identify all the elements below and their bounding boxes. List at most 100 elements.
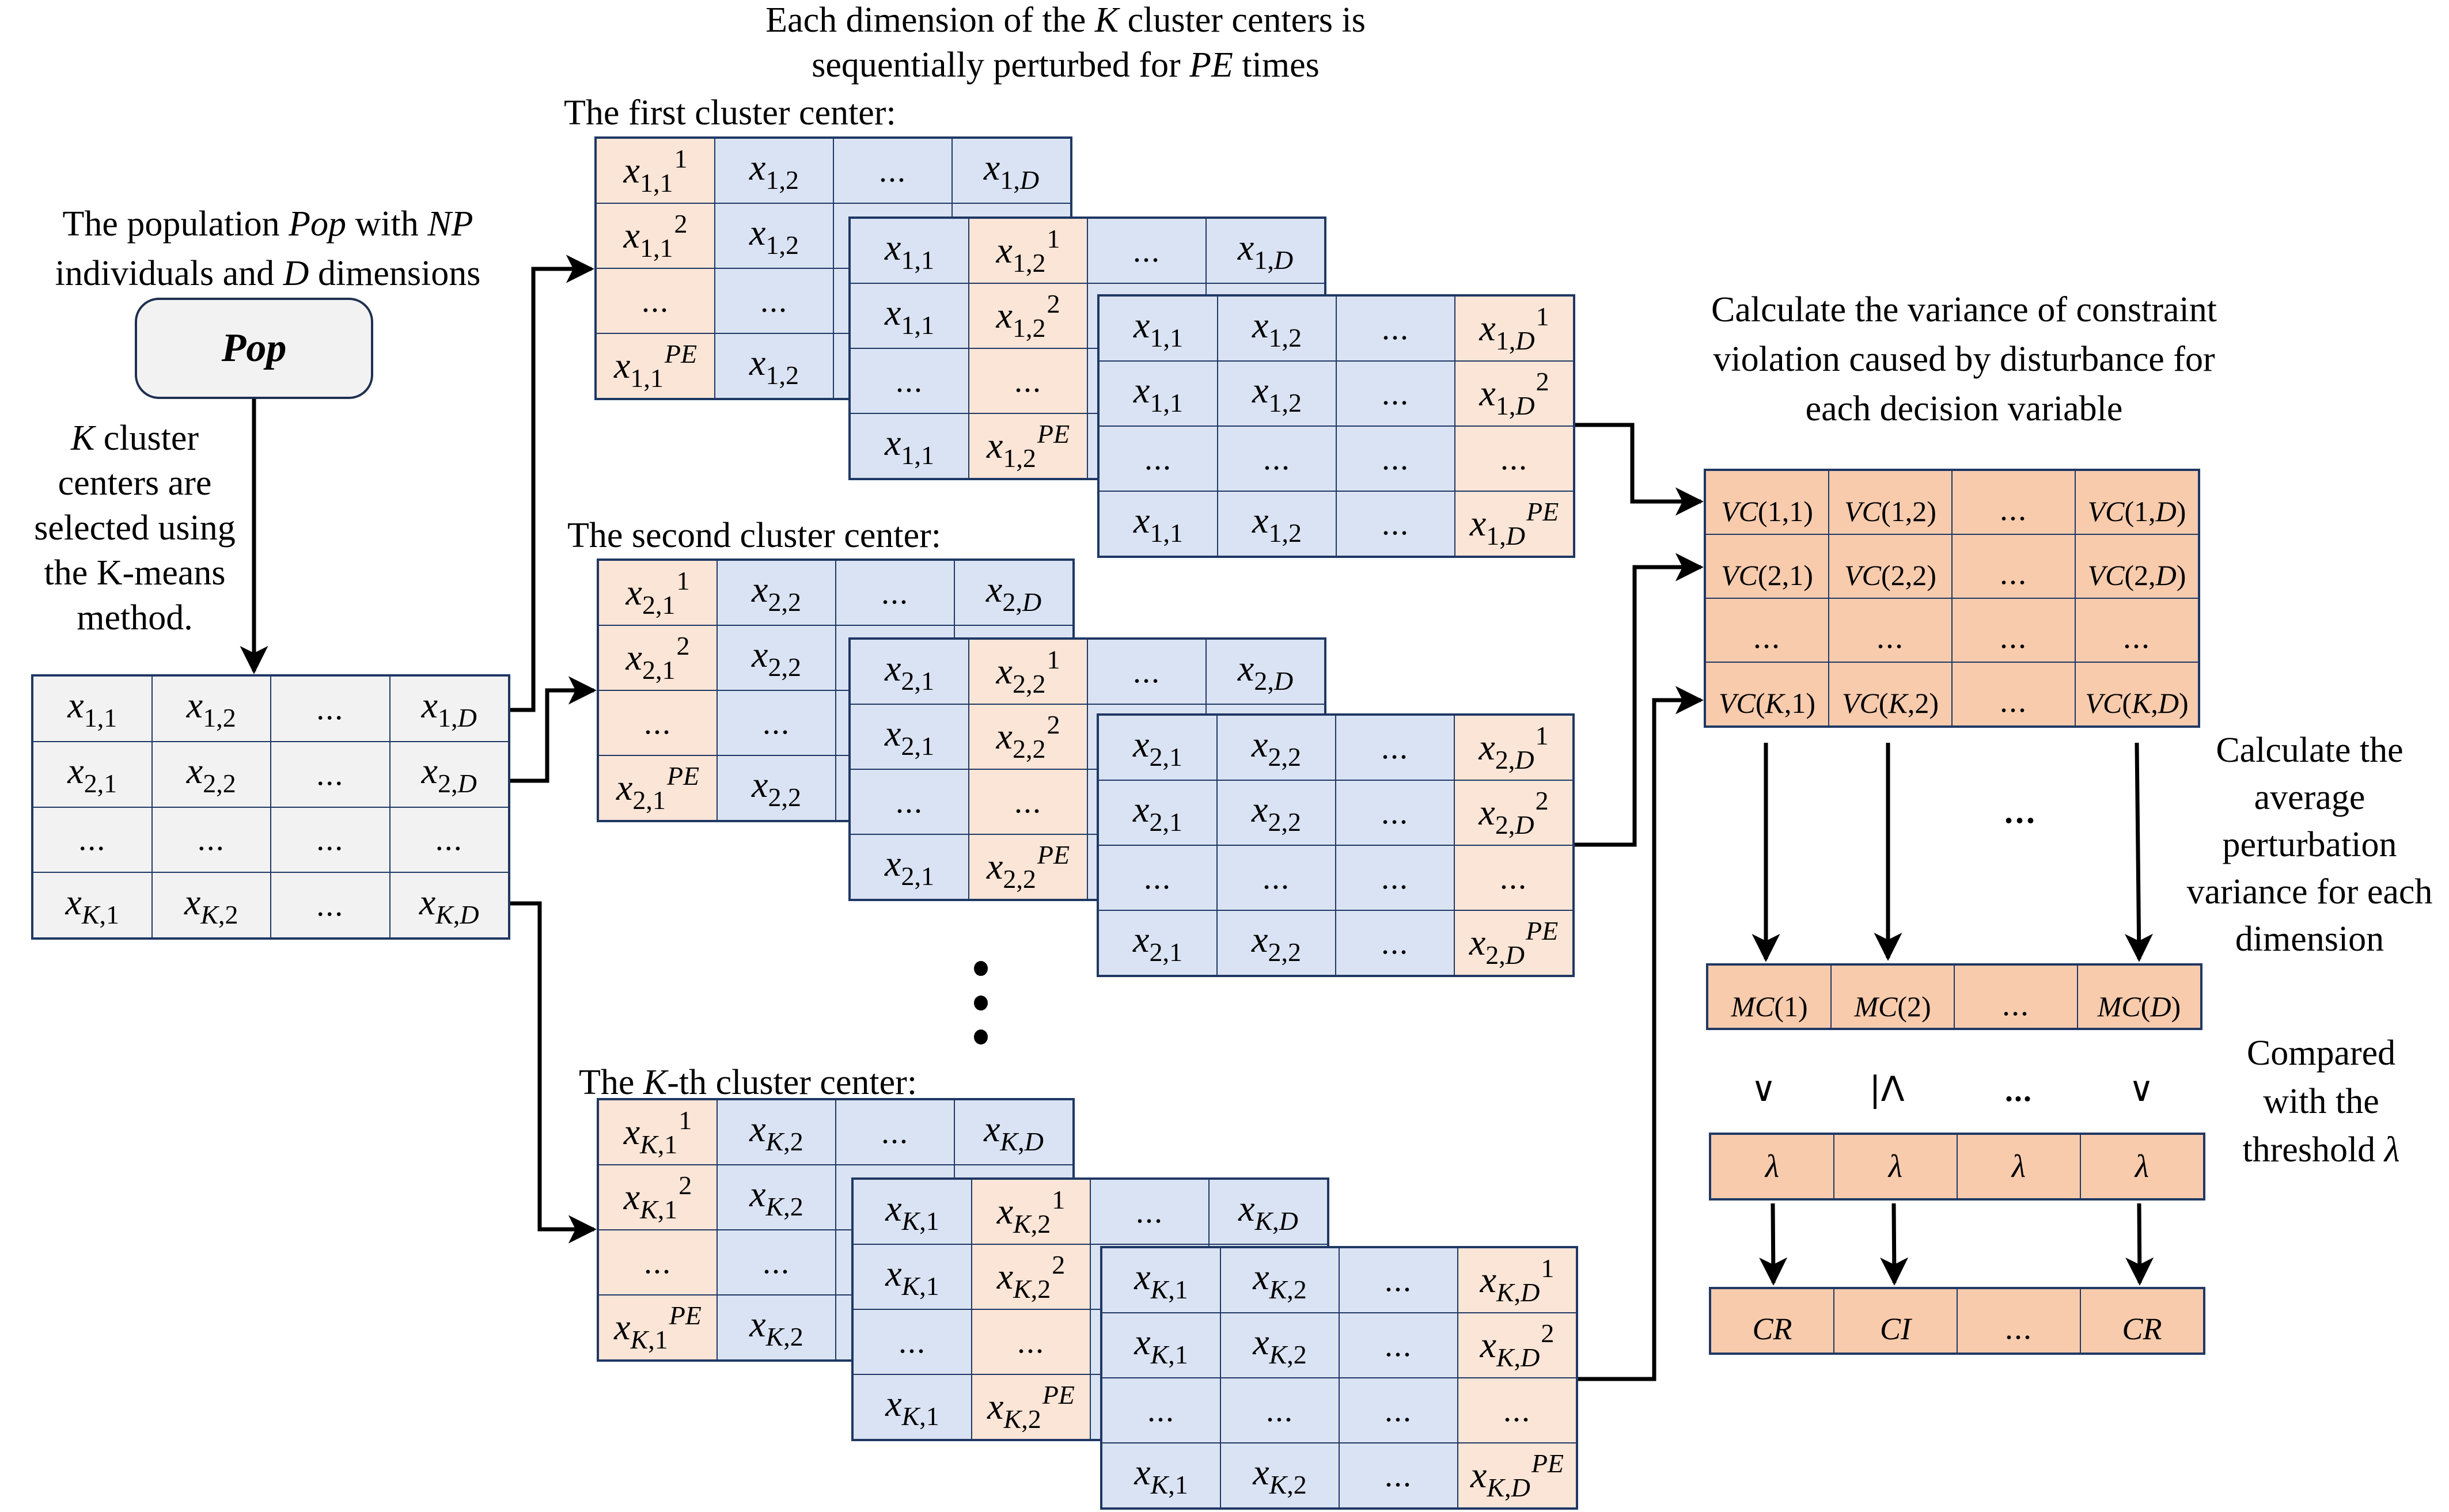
card-cell: x2,D [954, 560, 1073, 625]
ellipsis: ... [316, 822, 344, 858]
arrow-first-group-to-vc [1575, 423, 1704, 516]
formula: VC(2,D) [2087, 559, 2186, 591]
card-cell: xK,1 [1102, 1443, 1220, 1508]
variable-base: x [1133, 919, 1150, 960]
perturbation-card: x2,1x2,21...x2,Dx2,1x2,22...x2,D........… [848, 637, 1326, 901]
subscript-symbol: D [1022, 587, 1042, 617]
card-cell: ... [1087, 218, 1206, 283]
card-cell: xK,1 [1102, 1248, 1220, 1313]
center-table-cell: ... [271, 676, 390, 742]
variable-base: x [749, 147, 766, 188]
math-variable: x1,D [984, 146, 1039, 195]
math-variable: xK,D1 [1480, 1253, 1555, 1308]
math-variable: xK,1PE [614, 1300, 702, 1355]
ellipsis: ... [2000, 556, 2027, 591]
formula: ... [2000, 683, 2027, 720]
card-cell: ... [1218, 426, 1336, 491]
formula-index: K [1888, 687, 1908, 719]
variable-base: x [1480, 1324, 1496, 1365]
ellipsis: ... [2000, 492, 2027, 527]
perturbed-cell: x2,2PE [969, 834, 1087, 899]
variable-base: x [1133, 789, 1150, 830]
card-cell: x1,2 [1218, 361, 1336, 426]
math-variable: x2,2 [187, 750, 236, 799]
variable-superscript: PE [1037, 419, 1070, 449]
ellipsis: ... [1381, 730, 1409, 766]
title-var-pe: PE [1189, 45, 1233, 85]
subscript-symbol: K [765, 1322, 784, 1351]
math-variable: x2,1 [885, 647, 934, 696]
title-line-1-tail: cluster centers is [1119, 1, 1366, 40]
group-label-kth: The K-th cluster center: [579, 1060, 917, 1105]
variable-subscript: 2,2 [1012, 669, 1046, 698]
perturbed-cell: ... [969, 769, 1087, 834]
variable-base: x [421, 750, 438, 792]
formula: MC(1) [1731, 990, 1808, 1023]
perturbed-cell: xK,D1 [1458, 1248, 1576, 1313]
variable-base: x [184, 881, 201, 922]
ellipsis: ... [763, 705, 790, 741]
ellipsis: ... [2005, 1073, 2033, 1108]
math-variable: xK,2PE [987, 1380, 1075, 1434]
perturbed-cell: xK,DPE [1458, 1443, 1576, 1508]
card-cell: ... [1339, 1248, 1458, 1313]
variable-base: x [983, 147, 1000, 188]
variable-subscript: 1,D [438, 703, 477, 733]
variable-subscript: 2,2 [1012, 734, 1046, 763]
perturbed-cell: x2,DPE [1454, 910, 1573, 975]
vc-table: VC(1,1)VC(1,2)...VC(1,D)VC(2,1)VC(2,2)..… [1704, 469, 2200, 728]
threshold-cell: λ [1711, 1134, 1834, 1199]
lambda-symbol: λ [2135, 1149, 2149, 1184]
mc-cell: MC(D) [2078, 965, 2201, 1028]
math-variable: xK,1 [65, 881, 119, 930]
vc-cell: VC(K,1) [1705, 662, 1829, 726]
variable-subscript: 1,2 [1268, 323, 1302, 352]
card-cell: ... [1339, 1443, 1458, 1508]
variable-subscript: K,1 [1150, 1470, 1188, 1499]
variable-base: x [749, 1173, 766, 1214]
center-table-cell: ... [389, 807, 509, 873]
result-cell: CR [1711, 1289, 1834, 1353]
ellipsis: ... [1382, 440, 1409, 477]
variable-subscript: 1,1 [1150, 323, 1183, 352]
math-variable: x1,1 [885, 226, 934, 275]
variable-base: x [186, 685, 203, 726]
subscript-symbol: K [640, 1130, 658, 1159]
formula: ... [1753, 619, 1781, 656]
ellipsis: ... [1382, 375, 1409, 412]
ellipsis: ... [896, 363, 923, 399]
card-cell: ... [850, 348, 969, 413]
variable-base: x [885, 648, 901, 689]
result-cell: CR [2080, 1289, 2204, 1353]
variable-base: x [749, 212, 766, 253]
card-cell: x2,2 [717, 625, 836, 690]
perturbed-cell: xK,D2 [1458, 1313, 1576, 1378]
ellipsis: ... [760, 283, 788, 319]
vc-caption-line-1: Calculate the variance of constraint [1711, 290, 2217, 329]
title-line-2-text: sequentially perturbed for [812, 45, 1190, 85]
variable-base: x [885, 1383, 902, 1424]
variable-subscript: K,2 [1003, 1404, 1041, 1434]
card-cell: ... [1336, 361, 1455, 426]
card-cell: x1,D [1206, 218, 1325, 283]
variable-base: x [419, 881, 436, 922]
subscript-symbol: D [1515, 810, 1534, 839]
variable-subscript: K,D [435, 899, 479, 929]
variable-base: x [1134, 1256, 1151, 1297]
card-cell: x1,1 [850, 218, 969, 283]
variable-subscript: 2,D [438, 769, 477, 799]
variable-base: x [749, 1304, 766, 1344]
formula-name: VC [1844, 495, 1882, 527]
population-caption-line-1: The population Pop with NP [37, 202, 498, 246]
population-box-label: Pop [221, 326, 287, 370]
variable-subscript: K,2 [1269, 1340, 1307, 1369]
variable-superscript: 2 [1047, 289, 1060, 318]
variable-base: x [885, 843, 901, 884]
population-caption: The population Pop with NP individuals a… [37, 202, 498, 296]
formula: MC(2) [1854, 990, 1931, 1023]
variable-base: x [1252, 724, 1268, 765]
card-cell: x2,2 [717, 755, 836, 820]
formula-name: VC [1721, 495, 1758, 527]
variable-subscript: 1,1 [901, 440, 934, 470]
